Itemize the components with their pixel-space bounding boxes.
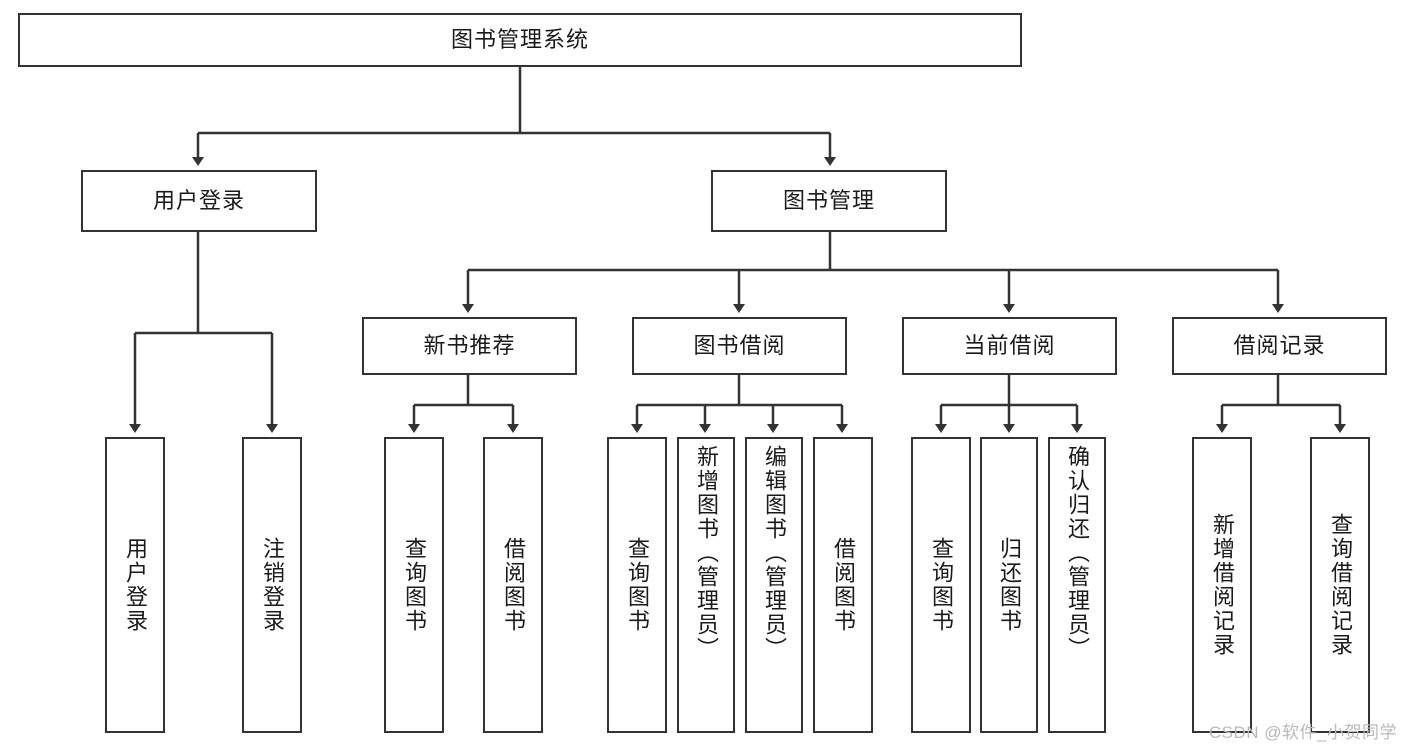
node-leaf-query-book-1-label: 查询图书 (401, 537, 427, 633)
node-leaf-query-book-2-label: 查询图书 (624, 537, 650, 633)
node-leaf-query-book-3-label: 查询图书 (928, 537, 954, 633)
node-leaf-borrow-book-1-label: 借阅图书 (500, 537, 526, 633)
node-leaf-add-book-label: 新增图书（管理员） (693, 445, 719, 661)
node-leaf-query-book-1[interactable]: 查询图书 (384, 437, 444, 733)
node-book-borrow-label: 图书借阅 (693, 333, 786, 359)
node-leaf-logout-label: 注销登录 (259, 537, 285, 633)
node-leaf-add-record-label: 新增借阅记录 (1209, 513, 1235, 657)
node-book-manage[interactable]: 图书管理 (711, 170, 947, 232)
node-book-borrow[interactable]: 图书借阅 (632, 317, 847, 375)
node-leaf-logout[interactable]: 注销登录 (242, 437, 302, 733)
node-leaf-return-book-label: 归还图书 (996, 537, 1022, 633)
node-user-login-label: 用户登录 (152, 188, 245, 214)
node-leaf-query-record[interactable]: 查询借阅记录 (1310, 437, 1370, 733)
node-leaf-confirm-return-label: 确认归还（管理员） (1064, 445, 1090, 661)
node-leaf-add-book[interactable]: 新增图书（管理员） (677, 437, 735, 733)
node-leaf-return-book[interactable]: 归还图书 (980, 437, 1038, 733)
node-user-login[interactable]: 用户登录 (81, 170, 317, 232)
node-book-manage-label: 图书管理 (782, 188, 875, 214)
node-current-borrow[interactable]: 当前借阅 (902, 317, 1117, 375)
node-leaf-borrow-book-2[interactable]: 借阅图书 (813, 437, 873, 733)
node-current-borrow-label: 当前借阅 (963, 333, 1056, 359)
node-root[interactable]: 图书管理系统 (18, 13, 1022, 67)
node-borrow-record-label: 借阅记录 (1233, 333, 1326, 359)
node-leaf-confirm-return[interactable]: 确认归还（管理员） (1048, 437, 1106, 733)
node-leaf-borrow-book-2-label: 借阅图书 (830, 537, 856, 633)
node-root-label: 图书管理系统 (450, 27, 589, 53)
node-leaf-borrow-book-1[interactable]: 借阅图书 (483, 437, 543, 733)
node-new-book-rec[interactable]: 新书推荐 (362, 317, 577, 375)
node-leaf-edit-book-label: 编辑图书（管理员） (761, 445, 787, 661)
node-new-book-rec-label: 新书推荐 (423, 333, 516, 359)
node-leaf-add-record[interactable]: 新增借阅记录 (1192, 437, 1252, 733)
node-leaf-query-book-2[interactable]: 查询图书 (607, 437, 667, 733)
node-leaf-user-login[interactable]: 用户登录 (105, 437, 165, 733)
node-leaf-query-record-label: 查询借阅记录 (1327, 513, 1353, 657)
node-leaf-user-login-label: 用户登录 (122, 537, 148, 633)
node-borrow-record[interactable]: 借阅记录 (1172, 317, 1387, 375)
node-leaf-query-book-3[interactable]: 查询图书 (911, 437, 971, 733)
watermark-text: CSDN @软件_小贺同学 (1208, 723, 1397, 742)
node-leaf-edit-book[interactable]: 编辑图书（管理员） (745, 437, 803, 733)
